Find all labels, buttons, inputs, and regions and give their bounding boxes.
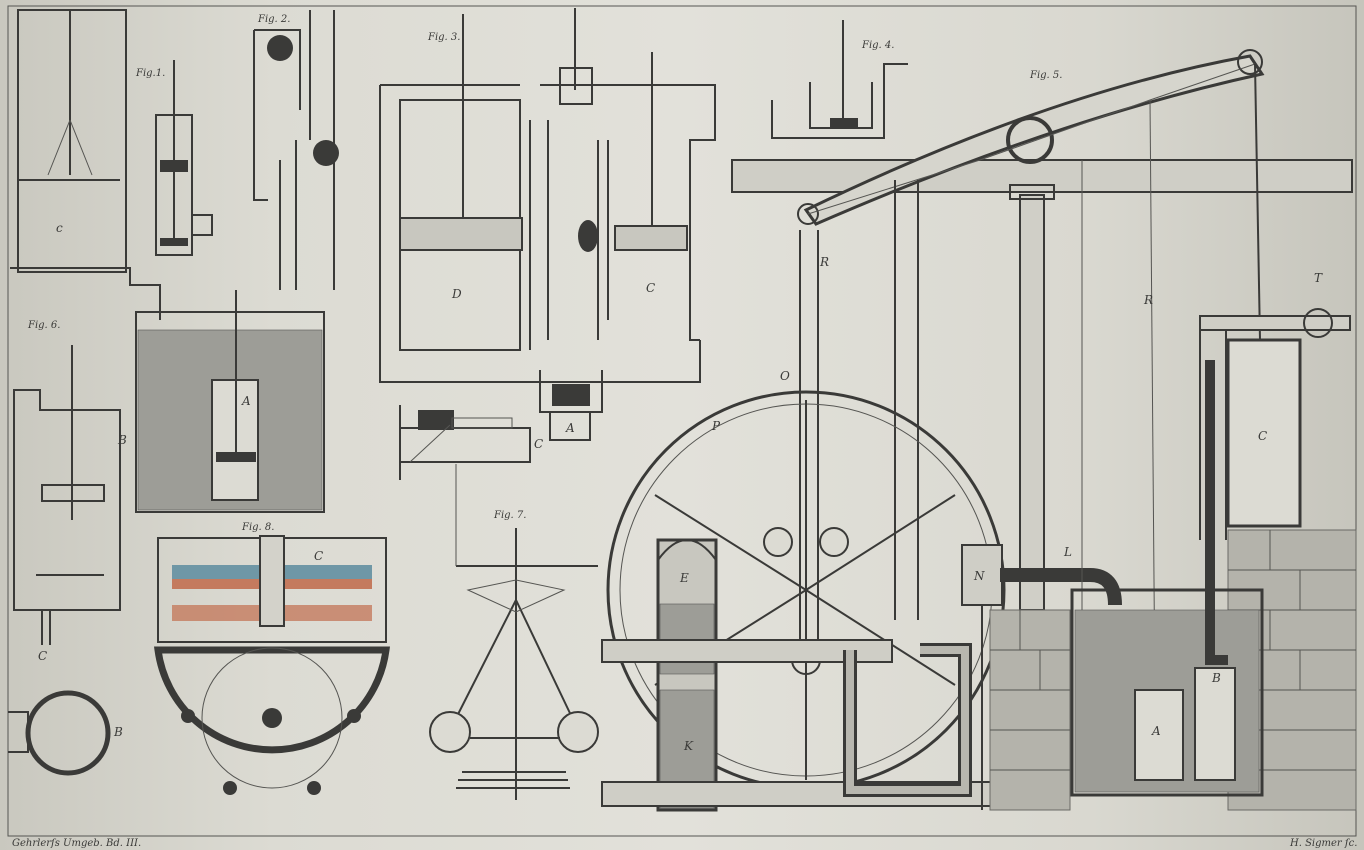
label-C-fig3: C: [646, 281, 655, 295]
fig3-drawing: Fig. 3. D C A: [379, 8, 716, 441]
fig5-beam-engine: Fig. 5. O R R P E K: [601, 49, 1357, 812]
label-E: E: [679, 571, 689, 585]
label-D-fig3: D: [451, 287, 462, 301]
label-A-fig3: A: [565, 421, 575, 435]
label-c-small: c: [56, 221, 63, 235]
fig2-caption: Fig. 2.: [257, 14, 290, 25]
label-L: L: [1063, 545, 1072, 559]
fig5-caption: Fig. 5.: [1029, 70, 1062, 81]
fig1-caption: Fig.1.: [135, 68, 165, 79]
footer-left: Gehrlerſs Umgeb. Bd. III.: [12, 838, 141, 849]
fig7-caption: Fig. 7.: [493, 510, 526, 521]
label-P: P: [711, 419, 721, 433]
fig4-caption: Fig. 4.: [861, 40, 894, 51]
footer-right: H. Sigmer ſc.: [1289, 838, 1357, 849]
label-C-valve: C: [534, 437, 543, 451]
label-C-fig6: C: [38, 649, 47, 663]
fig6-drawing: Fig. 6. B C: [13, 320, 127, 663]
label-N: N: [973, 569, 985, 583]
fig6-caption: Fig. 6.: [27, 320, 60, 331]
condenser-tank: A: [135, 290, 325, 513]
fig8-drawing: Fig. 8. C: [153, 522, 391, 795]
label-B-ring: B: [113, 725, 123, 739]
fig2-drawing: Fig. 2.: [253, 10, 339, 290]
fig3-caption: Fig. 3.: [427, 32, 460, 43]
label-C-fig8: C: [314, 549, 323, 563]
label-A-cistern: A: [1151, 724, 1161, 738]
fig1-drawing: Fig.1.: [135, 60, 213, 256]
label-K: K: [683, 739, 694, 753]
top-left-cylinder: c: [10, 9, 161, 320]
fig7-governor: Fig. 7.: [429, 464, 599, 800]
label-B-fig6: B: [117, 433, 127, 447]
fig8-caption: Fig. 8.: [241, 522, 274, 533]
piston-ring-drawing: B: [8, 690, 123, 776]
label-R-right: R: [1143, 293, 1153, 307]
label-O: O: [780, 369, 790, 383]
plate-border: [7, 5, 1357, 837]
fig4-drawing: Fig. 4.: [771, 20, 908, 139]
label-R-left: R: [819, 255, 829, 269]
label-T: T: [1314, 271, 1323, 285]
label-B-cistern: B: [1211, 671, 1221, 685]
label-A-condenser: A: [241, 394, 251, 408]
label-C-main: C: [1258, 429, 1267, 443]
valve-box-drawing: C: [399, 405, 543, 480]
